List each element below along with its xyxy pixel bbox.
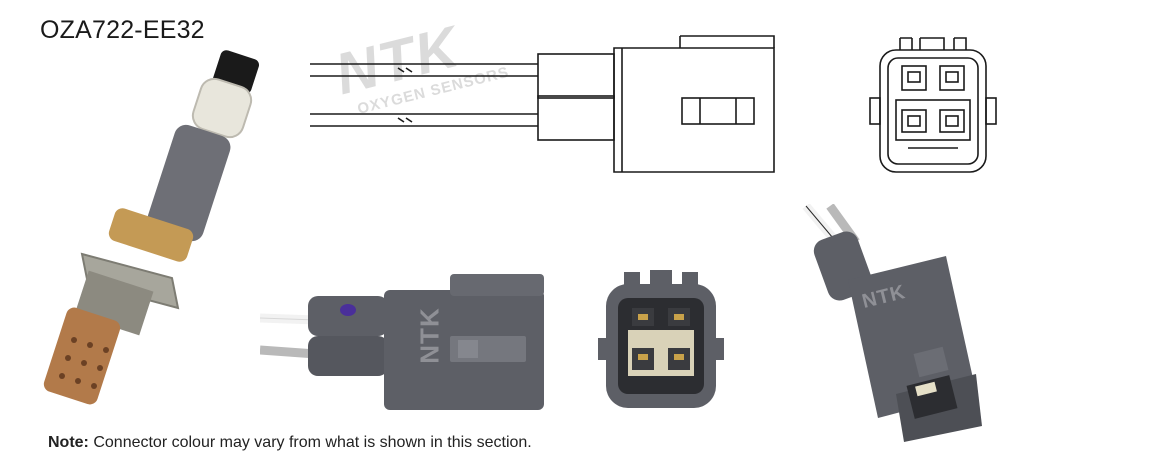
connector-front-drawing	[869, 37, 997, 173]
oxygen-sensor-image	[43, 50, 260, 405]
connector-side-photo	[260, 274, 544, 410]
part-number-title: OZA722-EE32	[40, 16, 205, 44]
footer-note: Note: Connector colour may vary from wha…	[48, 434, 532, 452]
note-label: Note:	[48, 434, 89, 451]
note-text: Connector colour may vary from what is s…	[88, 434, 532, 451]
connector-side-drawing	[310, 35, 775, 173]
connector-side-brand-mark: NTK	[414, 307, 445, 364]
connector-angled-photo	[802, 204, 982, 442]
connector-front-photo	[598, 270, 724, 408]
